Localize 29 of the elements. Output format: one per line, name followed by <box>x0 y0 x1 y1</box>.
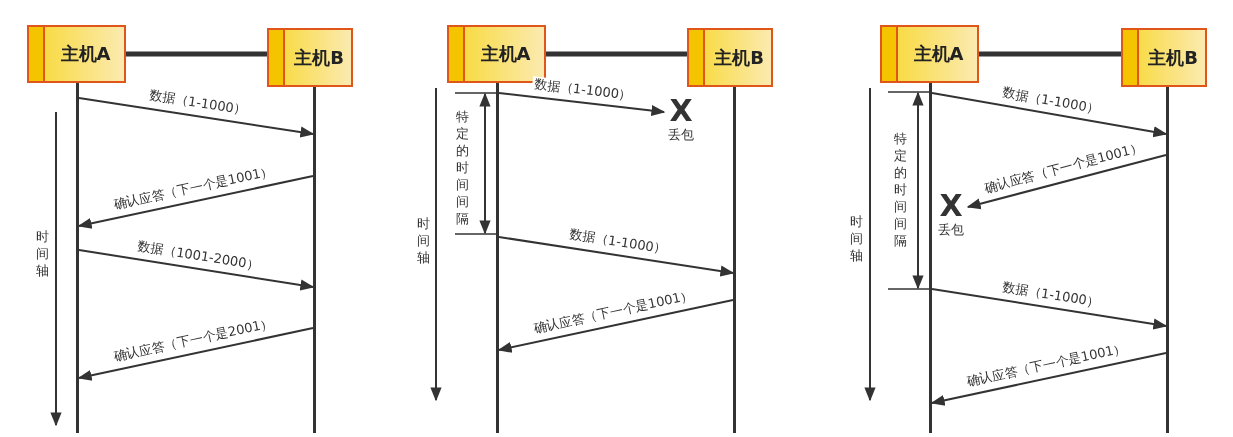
host-label: 主机A <box>912 42 965 66</box>
arrow <box>497 299 734 353</box>
arrow <box>930 352 1167 406</box>
drop-label: 丢包 <box>667 126 695 144</box>
host-label: 主机B <box>293 45 345 70</box>
host-label: 主机B <box>713 45 765 70</box>
connector-line <box>126 51 267 57</box>
host-label: 主机A <box>479 42 532 66</box>
vertical-label: 时间轴 <box>416 215 430 266</box>
vertical-label: 时间轴 <box>849 213 863 264</box>
arrow <box>498 236 735 277</box>
arrow <box>966 154 1167 210</box>
connector-line <box>546 51 687 57</box>
connector-line <box>979 51 1121 57</box>
arrow <box>77 327 314 381</box>
vertical-label: 特定的时间间隔 <box>893 130 907 249</box>
arrow <box>78 97 315 138</box>
arrow <box>77 175 314 229</box>
cross-mark: X <box>668 96 694 126</box>
vertical-label: 特定的时间间隔 <box>455 108 469 227</box>
vertical-label: 时间轴 <box>35 228 49 279</box>
host-label: 主机B <box>1147 45 1199 70</box>
arrow <box>498 92 666 117</box>
arrow <box>78 249 315 291</box>
arrow <box>931 92 1168 138</box>
drop-label: 丢包 <box>937 221 965 239</box>
cross-mark: X <box>938 191 964 221</box>
host-label: 主机A <box>59 42 112 66</box>
arrow <box>931 288 1168 330</box>
